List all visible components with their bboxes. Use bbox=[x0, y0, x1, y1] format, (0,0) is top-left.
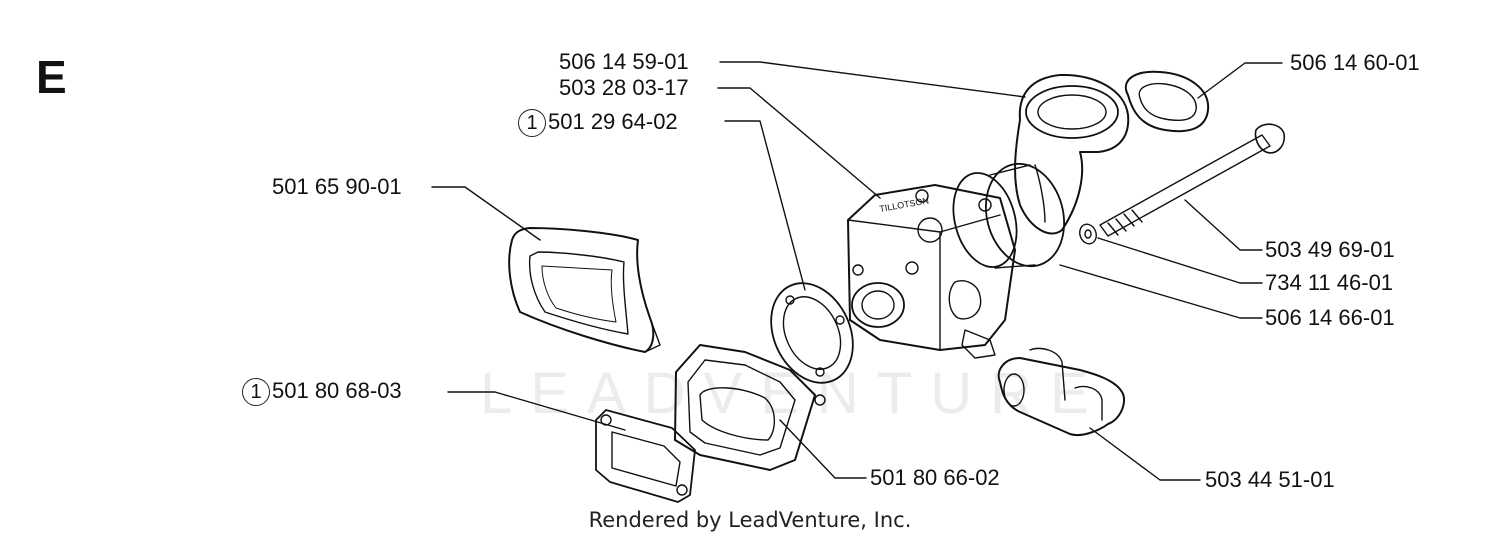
part-label-p10[interactable]: 501 80 66-02 bbox=[870, 466, 1000, 490]
part-number: 503 49 69-01 bbox=[1265, 237, 1395, 262]
washer bbox=[1079, 223, 1097, 245]
part-number: 501 65 90-01 bbox=[272, 174, 402, 199]
part-label-p1[interactable]: 506 14 59-01 bbox=[559, 50, 689, 74]
leader-p4 bbox=[431, 186, 541, 241]
leader-p10 bbox=[779, 419, 867, 479]
part-number: 501 80 66-02 bbox=[870, 465, 1000, 490]
leader-p6 bbox=[1184, 199, 1263, 251]
part-number: 506 14 66-01 bbox=[1265, 305, 1395, 330]
part-number: 503 44 51-01 bbox=[1205, 467, 1335, 492]
leader-lines bbox=[431, 61, 1283, 481]
part-number: 734 11 46-01 bbox=[1265, 270, 1394, 295]
reference-circle: 1 bbox=[518, 109, 546, 137]
part-label-p5[interactable]: 506 14 60-01 bbox=[1290, 51, 1420, 75]
part-label-p6[interactable]: 503 49 69-01 bbox=[1265, 238, 1395, 262]
leader-p3 bbox=[724, 120, 806, 291]
leader-p5 bbox=[1197, 62, 1283, 99]
leader-p2 bbox=[717, 87, 881, 199]
leader-p8 bbox=[1059, 264, 1263, 319]
part-number: 503 28 03-17 bbox=[559, 75, 689, 100]
reference-circle: 1 bbox=[242, 378, 270, 406]
part-number: 501 80 68-03 bbox=[272, 377, 402, 403]
section-letter: E bbox=[36, 51, 67, 103]
watermark: LEADVENTURE bbox=[480, 361, 1107, 426]
part-number: 506 14 59-01 bbox=[559, 49, 689, 74]
adapter-gasket bbox=[595, 409, 696, 503]
bolt bbox=[1099, 123, 1286, 237]
round-gasket bbox=[770, 282, 854, 384]
leader-p9 bbox=[447, 391, 626, 431]
svg-text:TILLOTSON: TILLOTSON bbox=[879, 195, 930, 214]
carburetor-spacer bbox=[952, 162, 1065, 269]
hose-connector bbox=[997, 347, 1126, 436]
leader-p11 bbox=[1089, 427, 1201, 481]
part-label-p11[interactable]: 503 44 51-01 bbox=[1205, 468, 1335, 492]
carburetor-adapter bbox=[674, 344, 826, 471]
rendered-by-footer: Rendered by LeadVenture, Inc. bbox=[588, 508, 912, 532]
part-label-p7[interactable]: 734 11 46-01 bbox=[1265, 271, 1393, 295]
leader-p7 bbox=[1097, 237, 1263, 284]
part-label-p8[interactable]: 506 14 66-01 bbox=[1265, 306, 1395, 330]
leader-p1 bbox=[719, 61, 1026, 98]
part-number: 501 29 64-02 bbox=[548, 108, 678, 134]
intake-manifold bbox=[1014, 73, 1130, 235]
air-filter-cover bbox=[508, 227, 661, 353]
carburetor: TILLOTSON bbox=[847, 184, 1016, 359]
part-label-p2[interactable]: 503 28 03-17 bbox=[559, 76, 689, 100]
part-number: 506 14 60-01 bbox=[1290, 50, 1420, 75]
flange-seal bbox=[1125, 70, 1210, 133]
part-label-p4[interactable]: 501 65 90-01 bbox=[272, 175, 402, 199]
